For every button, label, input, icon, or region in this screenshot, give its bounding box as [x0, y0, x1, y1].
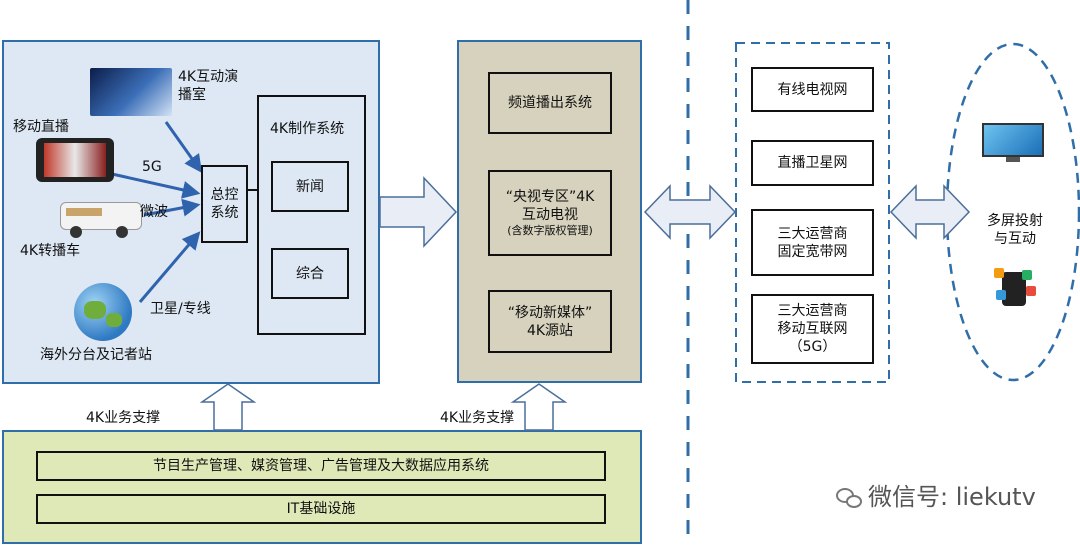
multiscreen-label: 多屏投射 与互动: [987, 213, 1043, 247]
studio-label: 4K互动演 播室: [178, 69, 239, 103]
overseas-label: 海外分台及记者站: [40, 347, 152, 363]
network-group-box: [735, 42, 890, 383]
wechat-icon: [836, 484, 864, 512]
it-infrastructure-box: IT基础设施: [36, 494, 606, 524]
smartphone-apps-image: [994, 268, 1036, 308]
network-multiscreen-arrow: [889, 184, 971, 240]
mobile-media-box: “移动新媒体” 4K源站: [488, 290, 612, 353]
to-distribution-arrow: [379, 176, 458, 248]
cctv-zone-line1: “央视专区”4K: [505, 189, 595, 205]
support-panel: [2, 430, 642, 544]
mobile-live-label: 移动直播: [13, 119, 69, 135]
satellite-arrow: [138, 231, 201, 303]
satellite-label: 卫星/专线: [150, 301, 211, 317]
support-right-label: 4K业务支撑: [440, 410, 515, 426]
cctv-zone-note: (含数字版权管理): [507, 224, 593, 237]
news-box: 新闻: [271, 161, 349, 212]
5g-arrow: [111, 172, 201, 199]
support-left-up-arrow: [199, 383, 257, 431]
master-control-box: 总控 系统: [201, 165, 248, 243]
broadband-network-box: 三大运营商 固定宽带网: [751, 209, 874, 276]
watermark-text: 微信号: liekutv: [868, 483, 1036, 511]
globe-image: [74, 283, 132, 341]
general-box: 综合: [271, 248, 349, 299]
production-system-box: [257, 95, 366, 335]
support-left-label: 4K业务支撑: [86, 410, 161, 426]
studio-arrow: [164, 121, 203, 173]
cctv-zone-box: “央视专区”4K 互动电视 (含数字版权管理): [488, 170, 612, 256]
satellite-network-box: 直播卫星网: [751, 140, 874, 186]
microwave-arrow: [143, 198, 201, 217]
cctv-zone-line2: 互动电视: [522, 207, 578, 223]
cable-tv-network-box: 有线电视网: [751, 67, 874, 112]
distribution-network-arrow: [643, 184, 737, 240]
mobile-media-line2: 4K源站: [526, 322, 574, 339]
tv-screen-image: [982, 123, 1044, 163]
microwave-label: 微波: [140, 204, 168, 220]
support-right-up-arrow: [510, 383, 568, 431]
ob-van-label: 4K转播车: [20, 243, 81, 259]
ob-van-image: [60, 196, 142, 238]
mobile-network-box: 三大运营商 移动互联网 （5G）: [751, 294, 874, 364]
5g-label: 5G: [142, 159, 162, 175]
production-system-title: 4K制作系统: [270, 121, 345, 137]
mobile-live-image: [36, 138, 114, 182]
multiscreen-ellipse: [945, 42, 1080, 382]
management-systems-box: 节目生产管理、媒资管理、广告管理及大数据应用系统: [36, 451, 606, 481]
mobile-media-line1: “移动新媒体”: [507, 304, 593, 321]
channel-playout-box: 频道播出系统: [488, 72, 612, 134]
studio-image: [90, 68, 172, 116]
